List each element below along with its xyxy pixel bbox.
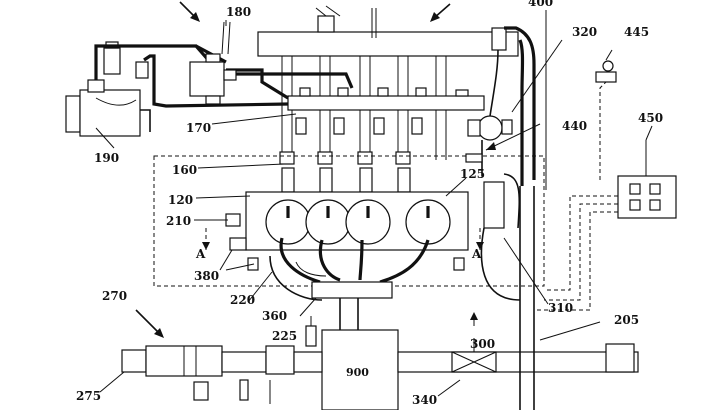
label-310: 310 <box>548 301 573 315</box>
label-340: 340 <box>412 393 437 407</box>
lower-injectors <box>279 151 411 193</box>
exhaust-manifold <box>269 237 430 301</box>
fuel-filter-left <box>103 41 149 79</box>
section-marker-a-left <box>202 228 210 250</box>
egr-loop <box>480 140 521 301</box>
high-pressure-line <box>236 72 354 89</box>
label-205: 205 <box>614 313 639 327</box>
aftertreatment-pipe <box>397 343 639 373</box>
controller-wiring <box>534 73 618 311</box>
fuel-injectors <box>295 117 423 135</box>
label-360: 360 <box>262 309 287 323</box>
section-marker-a-right <box>476 228 484 250</box>
pipes-310 <box>519 10 547 410</box>
intake-manifold <box>257 8 519 57</box>
label-a-right: A <box>471 247 482 261</box>
callout-labels: 180 400 320 445 450 440 170 190 160 120 … <box>76 0 663 407</box>
reference-arrow-top-right <box>430 3 451 22</box>
label-400: 400 <box>528 0 553 9</box>
reference-arrow-270 <box>135 309 164 338</box>
exhaust-downpipe <box>339 298 359 330</box>
valve-arrow <box>470 312 478 326</box>
fitting-210 <box>225 213 241 227</box>
label-210: 210 <box>166 214 191 228</box>
label-450: 450 <box>638 111 663 125</box>
label-125: 125 <box>460 167 485 181</box>
sensor-440 <box>465 123 541 163</box>
controller-450 <box>617 140 677 219</box>
label-225: 225 <box>272 329 297 343</box>
aftertreatment-train <box>121 345 323 377</box>
label-160: 160 <box>172 163 197 177</box>
label-220: 220 <box>230 293 255 307</box>
component-445 <box>595 49 617 83</box>
engine-block <box>245 191 469 251</box>
label-170: 170 <box>186 121 211 135</box>
sensor-225 <box>305 316 317 347</box>
manifold-sensor-icon <box>315 5 341 33</box>
label-300: 300 <box>470 337 495 351</box>
label-380: 380 <box>194 269 219 283</box>
component-320 <box>467 115 513 141</box>
label-a-left: A <box>195 247 206 261</box>
fuel-pump-180 <box>189 21 237 105</box>
label-120: 120 <box>168 193 193 207</box>
fuel-rail <box>287 87 485 111</box>
label-440: 440 <box>562 119 587 133</box>
valve-300 <box>451 338 497 373</box>
fuel-lines <box>94 44 289 132</box>
reference-arrow-top-left <box>179 1 200 22</box>
label-190: 190 <box>94 151 119 165</box>
label-900: 900 <box>346 366 369 379</box>
train-sensors <box>193 379 271 404</box>
label-445: 445 <box>624 25 649 39</box>
leader-lines <box>95 20 653 397</box>
label-320: 320 <box>572 25 597 39</box>
label-180: 180 <box>226 5 251 19</box>
label-270: 270 <box>102 289 127 303</box>
label-275: 275 <box>76 389 101 403</box>
component-190 <box>65 79 141 137</box>
intake-pipe-right <box>489 26 536 186</box>
